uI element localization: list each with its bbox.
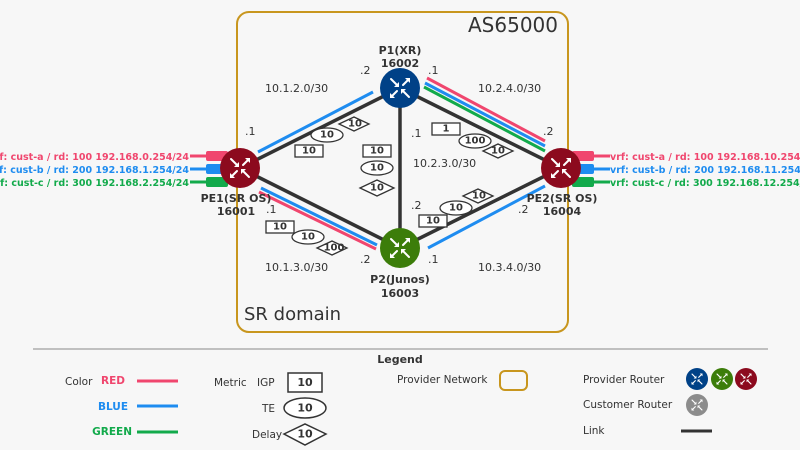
addr-p2-pe2-a: .1 (428, 253, 439, 266)
as-label: AS65000 (468, 13, 558, 37)
legend-te-sample: 10 (283, 397, 327, 419)
router-pe2-sid: 16004 (543, 205, 582, 218)
metrics-p1-pe2: 1 100 10 (431, 122, 515, 159)
igp-metric: 1 (443, 124, 450, 135)
link-p1-pe2-red (426, 76, 546, 143)
metrics-p1-p2: 10 10 10 (358, 144, 396, 197)
router-p2-sid: 16003 (381, 287, 419, 300)
link-pe1-p2-blue (260, 186, 378, 247)
subnet-pe1-p2: 10.1.3.0/30 (265, 261, 328, 274)
router-p1[interactable] (380, 68, 420, 108)
vrf-left-c: vrf: cust-c / rd: 300 192.168.2.254/24 (0, 178, 189, 189)
subnet-p2-pe2: 10.3.4.0/30 (478, 261, 541, 274)
igp-metric: 10 (302, 146, 316, 157)
domain-label: SR domain (244, 304, 341, 325)
subnet-pe1-p1: 10.1.2.0/30 (265, 82, 328, 95)
router-p2-name: P2(Junos) (370, 273, 430, 286)
delay-metric: 10 (491, 146, 505, 157)
link-p1-pe2-green (423, 85, 546, 153)
delay-metric: 10 (472, 191, 486, 202)
router-pe1[interactable] (220, 148, 260, 188)
legend-color-label: Color (65, 376, 93, 388)
svg-text:10: 10 (297, 402, 313, 415)
legend-delay-label: Delay (252, 429, 282, 441)
svg-text:10: 10 (297, 428, 313, 441)
metrics-pe1-p1: 10 10 10 (294, 116, 371, 158)
legend-igp-sample: 10 (287, 372, 323, 393)
addr-pe1-p2-b: .2 (360, 253, 371, 266)
te-metric: 100 (465, 136, 486, 147)
legend-router-blue (686, 368, 708, 390)
te-metric: 10 (370, 163, 384, 174)
legend-customer-router-label: Customer Router (583, 399, 673, 411)
te-metric: 10 (301, 232, 315, 243)
addr-p1-p2-a: .1 (411, 127, 422, 140)
router-p2[interactable] (380, 228, 420, 268)
link-pe1-p2-red (258, 190, 377, 251)
delay-metric: 10 (348, 119, 362, 130)
link-p1-pe2 (399, 86, 562, 170)
link-p2-pe2 (399, 166, 562, 250)
addr-pe1-p1-b: .2 (360, 64, 371, 77)
svg-text:10: 10 (297, 376, 313, 389)
legend-red-label: RED (101, 375, 125, 387)
igp-metric: 10 (370, 146, 384, 157)
subnet-p1-pe2: 10.2.4.0/30 (478, 82, 541, 95)
addr-pe1-p2-a: .1 (266, 203, 277, 216)
delay-metric: 100 (324, 243, 345, 254)
metrics-p2-pe2: 10 10 10 (418, 188, 495, 228)
legend-metric-label: Metric (214, 377, 247, 389)
legend-provider-network-label: Provider Network (397, 374, 488, 386)
delay-metric: 10 (370, 183, 384, 194)
router-pe1-name: PE1(SR OS) (201, 192, 272, 205)
legend-provider-network-sample (499, 370, 528, 391)
router-pe1-sid: 16001 (217, 205, 255, 218)
subnet-p1-p2: 10.2.3.0/30 (413, 157, 476, 170)
legend-router-red (735, 368, 757, 390)
vrf-right-c: vrf: cust-c / rd: 300 192.168.12.254/24 (610, 178, 800, 189)
legend-te-label: TE (261, 403, 275, 415)
te-metric: 10 (449, 203, 463, 214)
legend-blue-label: BLUE (98, 401, 128, 413)
addr-pe1-p1-a: .1 (245, 125, 256, 138)
vrf-right-b: vrf: cust-b / rd: 200 192.168.11.254/24 (610, 165, 800, 176)
legend-green-label: GREEN (92, 426, 132, 438)
vrf-left-a: vrf: cust-a / rd: 100 192.168.0.254/24 (0, 152, 189, 163)
legend-igp-label: IGP (257, 377, 275, 389)
link-p2-pe2-blue (427, 184, 546, 250)
legend-link-label: Link (583, 425, 605, 437)
legend-provider-router-label: Provider Router (583, 374, 665, 386)
link-pe1-p1 (239, 86, 401, 170)
vrf-right-a: vrf: cust-a / rd: 100 192.168.10.254/24 (610, 152, 800, 163)
addr-p2-pe2-b: .2 (518, 203, 529, 216)
addr-p1-pe2-a: .1 (428, 64, 439, 77)
legend-router-gray (686, 394, 708, 416)
addr-p1-p2-b: .2 (411, 199, 422, 212)
router-pe2[interactable] (541, 148, 581, 188)
vrf-left-b: vrf: cust-b / rd: 200 192.168.1.254/24 (0, 165, 189, 176)
router-p1-name: P1(XR) (379, 44, 422, 57)
link-p1-pe2-blue (424, 81, 546, 148)
metrics-pe1-p2: 10 10 100 (265, 220, 349, 256)
router-pe2-name: PE2(SR OS) (527, 192, 598, 205)
router-p1-sid: 16002 (381, 57, 419, 70)
legend-router-green (711, 368, 733, 390)
te-metric: 10 (320, 130, 334, 141)
igp-metric: 10 (273, 222, 287, 233)
legend-title: Legend (377, 353, 423, 366)
igp-metric: 10 (426, 216, 440, 227)
addr-p1-pe2-b: .2 (543, 125, 554, 138)
legend-delay-sample: 10 (282, 423, 328, 446)
link-pe1-p2 (239, 166, 401, 250)
link-pe1-p1-blue (257, 90, 374, 154)
